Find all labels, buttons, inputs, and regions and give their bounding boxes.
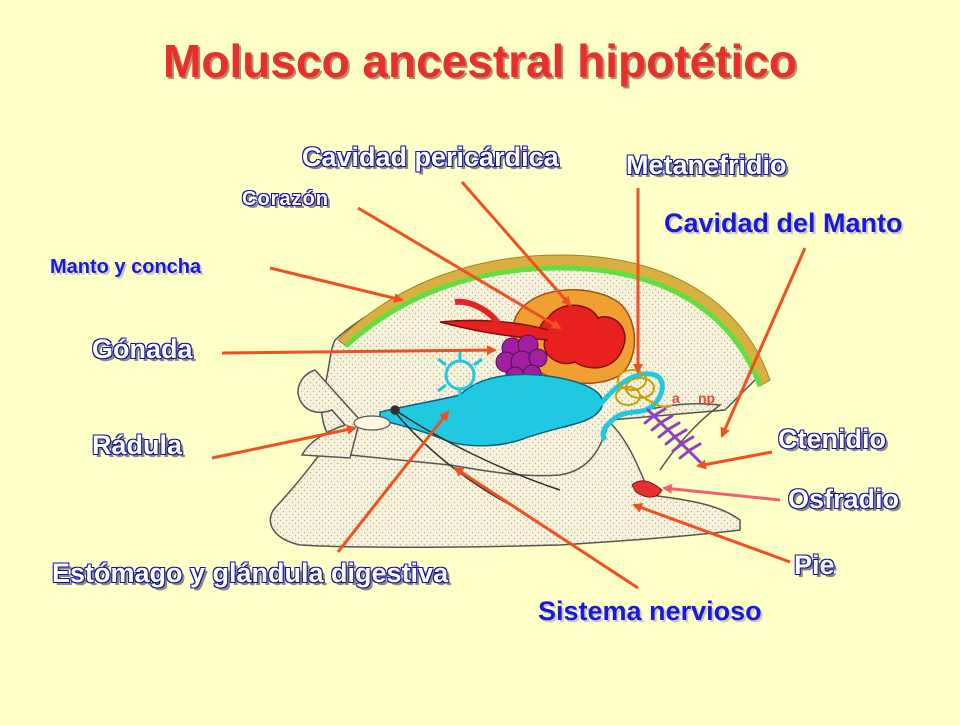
label-pie: Pie [794,550,835,580]
label-corazon: Corazón [242,188,329,210]
arrow-sistema-nervioso [453,466,639,590]
label-cavidad-pericardica: Cavidad pericárdica [302,142,559,172]
arrow-estomago [336,410,450,553]
arrow-radula [211,424,357,460]
mantle-line [344,265,763,387]
arrow-corazon [357,206,562,330]
arrow-cavidad-pericardica [460,181,572,307]
aorta [439,319,549,341]
arrow-osfradio [662,483,781,502]
label-sistema-nervioso: Sistema nervioso [538,596,762,626]
label-np: np [698,390,716,406]
arrow-manto-concha [269,266,404,303]
radula-organ [353,415,391,431]
label-estomago: Estómago y glándula digestiva [52,558,449,588]
page-title: Molusco ancestral hipotético [163,35,797,87]
label-radula: Rádula [92,430,183,460]
label-metanefridio: Metanefridio [626,150,787,180]
arrow-ctenidio [696,450,773,470]
label-cavidad-manto: Cavidad del Manto [664,208,903,238]
leader-arrows [211,181,807,590]
metanephridium [615,369,673,408]
label-a: a [672,390,680,406]
arrow-pie [632,503,791,564]
head-lobe [297,369,361,459]
label-gonada: Gónada [92,334,193,364]
label-manto-concha: Manto y concha [50,256,202,278]
arrow-gonada [221,345,497,356]
osphradium [631,480,663,498]
label-osfradio: Osfradio [788,484,900,514]
ctenidium [643,407,702,464]
arrow-cavidad-manto [720,247,807,438]
digestive-gland [437,350,483,398]
label-ctenidio: Ctenidio [778,424,886,454]
